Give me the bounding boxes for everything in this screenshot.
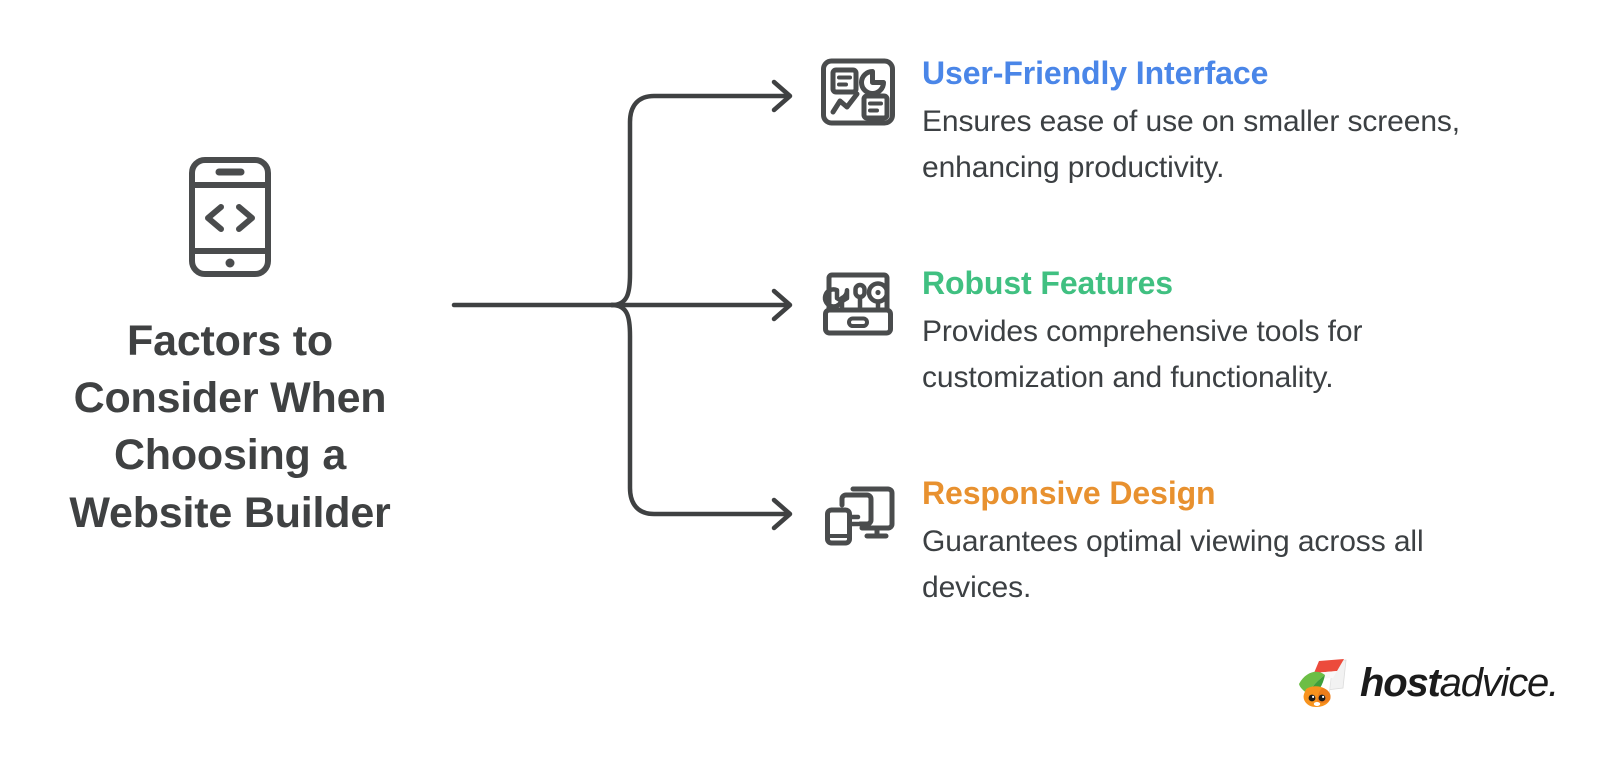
branch-description: Ensures ease of use on smaller screens, …: [922, 105, 1461, 184]
hostadvice-logo[interactable]: hostadvice.: [1296, 657, 1560, 709]
branch-text: Responsive Design Guarantees optimal vie…: [922, 472, 1522, 611]
page-title-line: Consider When: [73, 374, 387, 423]
branch-item-robust-features[interactable]: Robust Features Provides comprehensive t…: [820, 262, 1522, 401]
arrowhead-icon: [771, 79, 793, 113]
page-title-line: Factors to: [127, 317, 333, 365]
branch-text: Robust Features Provides comprehensive t…: [922, 262, 1522, 401]
toolbox-tools-icon: [822, 272, 893, 336]
page-title-line: Choosing a: [113, 431, 347, 480]
arrowhead-icon: [771, 288, 793, 322]
page-title: Factors to Consider When Choosing a Webs…: [69, 313, 390, 542]
branch-list: User-Friendly Interface Ensures ease of …: [820, 0, 1620, 771]
logo-word-host: host: [1360, 661, 1441, 705]
branch-description: Guarantees optimal viewing across all de…: [922, 525, 1424, 604]
connector-branch-up: [609, 93, 791, 308]
branch-text: User-Friendly Interface Ensures ease of …: [922, 52, 1522, 191]
branch-item-user-friendly-interface[interactable]: User-Friendly Interface Ensures ease of …: [820, 52, 1522, 191]
connector-arrows: [451, 79, 793, 531]
page-title-line: Website Builder: [69, 488, 391, 537]
branch-heading: User-Friendly Interface: [922, 55, 1269, 91]
connector-branch-down: [609, 302, 791, 517]
logo-word-advice: advice.: [1439, 661, 1560, 705]
hostadvice-wordmark: hostadvice.: [1360, 661, 1560, 705]
topic-block: Factors to Consider When Choosing a Webs…: [40, 155, 420, 542]
branch-heading: Responsive Design: [922, 475, 1216, 511]
branch-description: Provides comprehensive tools for customi…: [922, 315, 1363, 394]
mobile-code-icon: [189, 157, 271, 277]
dashboard-analytics-icon: [821, 58, 895, 126]
hostadvice-fox-mascot-icon: [1299, 659, 1347, 707]
branch-heading: Robust Features: [922, 265, 1173, 301]
arrowhead-icon: [771, 497, 793, 531]
responsive-devices-icon: [825, 486, 895, 546]
branch-item-responsive-design[interactable]: Responsive Design Guarantees optimal vie…: [820, 472, 1522, 611]
